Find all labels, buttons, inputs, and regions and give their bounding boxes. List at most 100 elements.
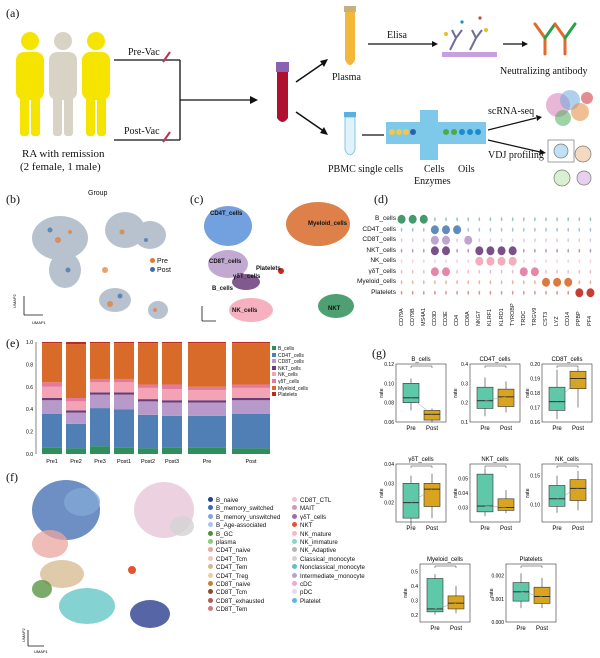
pre-vac-label: Pre-Vac: [128, 47, 160, 58]
boxplot-ylabel: rate: [525, 388, 531, 397]
violin-mark: [511, 269, 514, 274]
violin-mark: [556, 227, 558, 232]
bar-segment: [232, 413, 270, 449]
violin-gene-label: PPBP: [576, 311, 583, 326]
violin-mark: [400, 280, 403, 285]
violin-mark: [519, 267, 528, 277]
legend-label: plasma: [216, 539, 236, 547]
boxplot-ytick: 0.4: [461, 362, 468, 368]
violin-mark: [567, 217, 570, 222]
subtype-legend-item: CD8T_Tcm: [208, 589, 280, 597]
bar-segment: [66, 423, 86, 449]
subtype-legend-item: MAIT: [292, 505, 365, 513]
violin-mark: [442, 246, 450, 256]
violin-gene-label: LYZ: [554, 316, 561, 326]
bar-segment: [42, 400, 62, 414]
violin-mark: [497, 256, 506, 266]
boxplot-xtick: Pre: [516, 626, 526, 632]
panel-d-label: (d): [374, 192, 388, 206]
boxplot-xtick: Pre: [406, 426, 416, 432]
legend-label: Classical_monocyte: [300, 555, 356, 563]
legend-label: Platelets: [278, 392, 298, 399]
bar-category-label: Pre1: [46, 459, 58, 465]
bar-segment: [42, 398, 62, 401]
legend-label: Nonclassical_monocyte: [300, 564, 365, 572]
boxplot-box-post: [569, 479, 587, 501]
cells-label: Cells: [424, 164, 445, 175]
subtype-legend-item: B_naive: [208, 497, 280, 505]
violin-mark: [456, 269, 458, 274]
boxplot-ytick: 0.04: [458, 491, 468, 497]
panel-b-umap: UMAP1 UMAP2: [12, 212, 168, 325]
cluster-gdt: γδT_cells: [233, 274, 261, 280]
post-vac-label: Post-Vac: [124, 126, 160, 137]
panel-f-label: (f): [6, 470, 18, 484]
violin-mark: [567, 227, 570, 232]
cluster-platelets: Platelets: [256, 266, 281, 272]
boxplot-box-pre: [476, 386, 494, 409]
e-ytick: 0.8: [26, 362, 33, 368]
boxplot-ytick: 0.001: [491, 597, 504, 603]
panel-c-label: (c): [190, 192, 204, 206]
violin-mark: [456, 248, 458, 253]
legend-label: Intermediate_monocyte: [300, 572, 365, 580]
violin-gene-label: TRGV9: [531, 307, 538, 326]
bar-segment: [138, 342, 158, 344]
bar-segment: [90, 392, 110, 395]
violin-mark: [411, 248, 414, 253]
legend-label: γδT_cells: [278, 378, 300, 385]
violin-row-label: NKT_cells: [366, 246, 396, 254]
violin-mark: [508, 246, 517, 256]
legend-swatch: [208, 513, 213, 519]
violin-mark: [556, 238, 558, 243]
violin-mark: [486, 246, 495, 256]
violin-mark: [442, 225, 450, 235]
violin-mark: [400, 269, 403, 274]
violin-mark: [486, 256, 495, 266]
violin-mark: [422, 238, 425, 243]
bar-segment: [232, 398, 270, 401]
bar-segment: [42, 382, 62, 387]
boxplot-ytick: 0.05: [458, 477, 468, 483]
bar-segment: [90, 382, 110, 393]
boxplot-box-post: [497, 498, 515, 511]
legend-swatch: [292, 513, 297, 519]
violin-mark: [545, 227, 547, 232]
bar-segment: [114, 447, 134, 454]
violin-mark: [534, 227, 536, 232]
violin-mark: [508, 256, 517, 266]
violin-row-label: Platelets: [371, 288, 396, 296]
bar-segment: [66, 342, 86, 345]
legend-item: γδT_cells: [272, 378, 308, 386]
legend-swatch: [292, 547, 297, 553]
boxplot-box-post: [423, 483, 441, 507]
violin-gene-label: CD4: [454, 314, 461, 326]
violin-mark: [500, 217, 503, 222]
bar-category-label: Pre3: [94, 459, 106, 465]
bar-segment: [162, 343, 182, 385]
bar-segment: [138, 387, 158, 400]
legend-swatch: [272, 372, 276, 377]
bar-segment: [114, 382, 134, 393]
legend-swatch: [208, 606, 213, 612]
legend-swatch: [292, 555, 297, 561]
violin-mark: [522, 280, 525, 285]
violin-mark: [589, 217, 592, 222]
bar-segment: [42, 447, 62, 454]
violin-mark: [489, 217, 492, 222]
legend-swatch: [292, 497, 297, 502]
legend-swatch: [208, 581, 213, 587]
e-ytick: 0.0: [26, 452, 33, 458]
violin-mark: [534, 217, 536, 222]
bar-segment: [66, 398, 86, 402]
violin-mark: [534, 290, 536, 295]
bar-segment: [188, 400, 226, 403]
violin-mark: [567, 259, 570, 264]
subtype-legend-item: CD4T_Treg: [208, 572, 280, 581]
violin-mark: [489, 290, 492, 295]
enzymes-label: Enzymes: [414, 176, 451, 187]
violin-mark: [422, 248, 425, 253]
